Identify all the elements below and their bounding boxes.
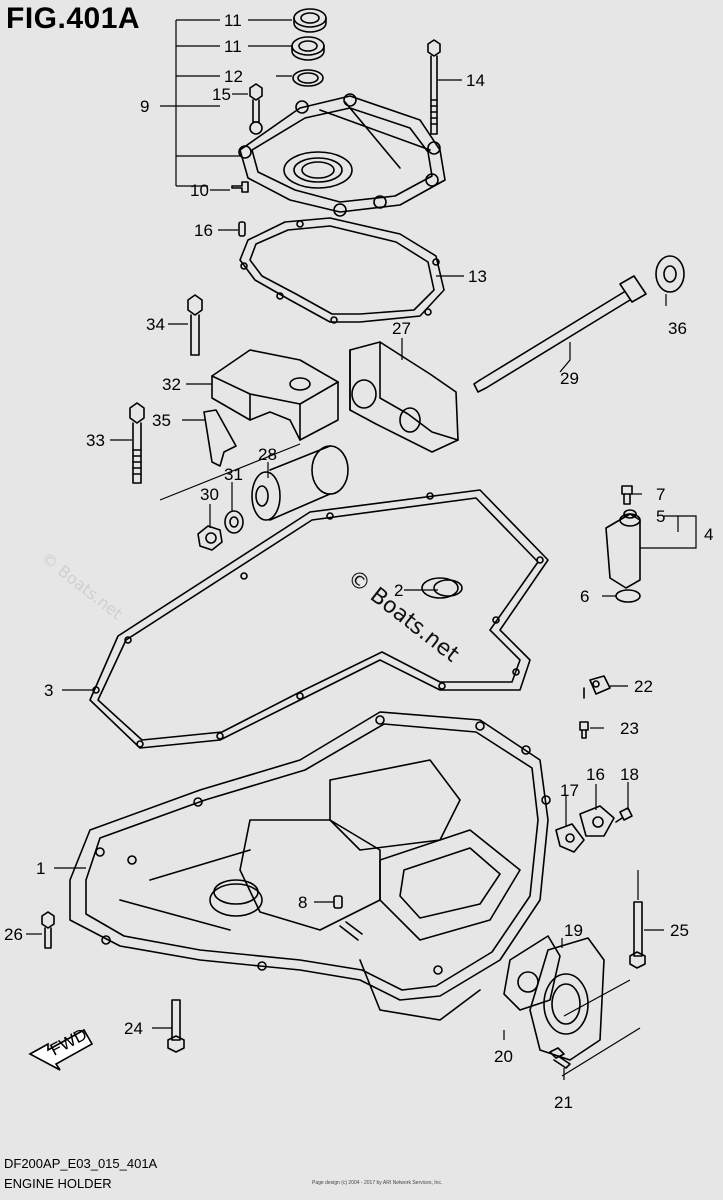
gasket-18	[555, 823, 585, 853]
cover-plate-9	[238, 93, 446, 217]
callout-15: 15	[212, 85, 231, 104]
callout-31: 30	[200, 485, 219, 504]
sender-23	[583, 675, 611, 699]
callout-13: 13	[468, 267, 487, 286]
plug-8	[333, 895, 343, 909]
callout-27: 26	[4, 925, 23, 944]
washer-37	[655, 255, 685, 293]
o-ring-5	[623, 509, 637, 519]
callout-11a: 11	[224, 11, 242, 30]
pipe-4	[605, 513, 641, 589]
bolt-24	[579, 721, 589, 739]
callout-4: 4	[704, 525, 713, 544]
callout-30: 29	[560, 369, 579, 388]
callout-labels: 11 11 12 9 15 14 10 16 13 34 27 29 36 32…	[4, 11, 713, 1112]
callout-17: 16	[586, 765, 605, 784]
callout-12: 12	[224, 67, 243, 86]
callout-33: 32	[162, 375, 181, 394]
dowel-pin-16	[238, 221, 246, 237]
callout-24: 23	[620, 719, 639, 738]
callout-3: 3	[44, 681, 53, 700]
bolt-35	[187, 294, 203, 356]
callout-19: 18	[620, 765, 639, 784]
callout-14: 14	[466, 71, 485, 90]
figure-title: FIG.401A	[6, 2, 141, 35]
callout-11b: 11	[224, 37, 242, 56]
callout-2: 2	[394, 581, 403, 600]
bolt-22	[549, 1047, 571, 1069]
corner-watermark: © Boats.net	[38, 548, 127, 623]
callout-10: 10	[190, 181, 209, 200]
callout-9: 9	[140, 97, 149, 116]
cover-20	[529, 937, 605, 1061]
bolt-26	[629, 901, 646, 969]
diagram-caption: ENGINE HOLDER	[4, 1176, 112, 1191]
callout-25: 24	[124, 1019, 143, 1038]
bolt-34	[129, 402, 145, 484]
callout-29: 28	[258, 445, 277, 464]
nut-31	[197, 525, 223, 551]
oil-seal-11b	[291, 36, 325, 61]
callout-7: 7	[656, 485, 665, 504]
copyright-note: Page design (c) 2004 - 2017 by ARI Netwo…	[312, 1180, 443, 1186]
callout-6: 6	[580, 587, 589, 606]
oil-seal-11a	[293, 8, 327, 33]
callout-1: 1	[36, 859, 45, 878]
bolt-15	[249, 83, 263, 123]
bolt-19	[615, 807, 633, 823]
gasket-13	[239, 217, 445, 324]
plate-36	[203, 409, 237, 467]
gasket-3	[89, 489, 549, 749]
callout-18: 17	[560, 781, 579, 800]
bolt-14	[427, 39, 441, 135]
callout-5: 5	[656, 507, 665, 526]
callout-16: 16	[194, 221, 213, 240]
gasket-21	[503, 935, 561, 1011]
mount-rubber-28	[349, 341, 459, 453]
callout-22: 21	[554, 1093, 573, 1112]
clamp-33	[211, 349, 339, 441]
callout-32: 31	[224, 465, 243, 484]
callout-35: 34	[146, 315, 165, 334]
bolt-25	[167, 999, 185, 1053]
washer-32	[224, 510, 244, 534]
callout-20: 19	[564, 921, 583, 940]
callout-34: 33	[86, 431, 105, 450]
callout-8: 8	[298, 893, 307, 912]
bolt-27	[41, 911, 55, 949]
bolt-7	[621, 485, 633, 505]
o-ring-12	[292, 69, 324, 87]
callout-28: 27	[392, 319, 411, 338]
fwd-arrow: FWD	[28, 1025, 94, 1071]
bolt-30	[473, 275, 647, 393]
o-ring-6	[615, 589, 641, 603]
cover-17	[579, 805, 615, 837]
o-ring-2	[433, 579, 463, 597]
callout-36: 35	[152, 411, 171, 430]
diagram-code: DF200AP_E03_015_401A	[4, 1156, 158, 1171]
callout-23: 22	[634, 677, 653, 696]
callout-37: 36	[668, 319, 687, 338]
callout-21: 20	[494, 1047, 513, 1066]
rubber-29	[251, 445, 349, 521]
plug-10	[231, 181, 249, 193]
callout-26: 25	[670, 921, 689, 940]
oil-pan-1	[69, 711, 551, 1021]
